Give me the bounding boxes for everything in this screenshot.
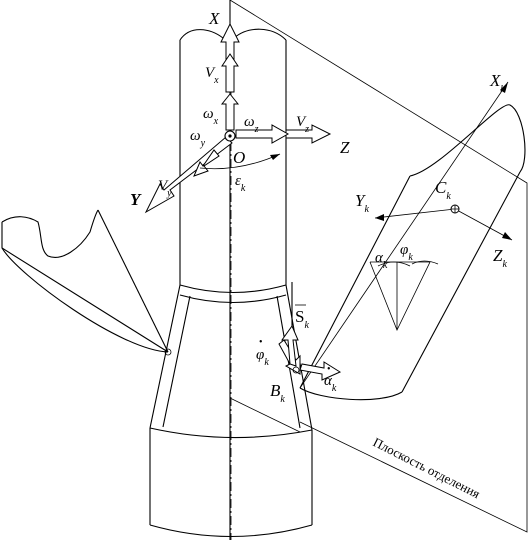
separation-plane — [229, 0, 528, 540]
right-booster — [299, 104, 526, 401]
omega-x-arrow — [220, 93, 240, 131]
vy-label: Vy — [158, 178, 172, 199]
sk-arrow — [281, 324, 299, 367]
origin-frame — [144, 22, 332, 214]
y-axis-label: Y — [130, 190, 142, 209]
bk-label: Bk — [270, 381, 285, 405]
phi-dot-label: φk — [256, 347, 269, 368]
y-axis-arrow — [144, 136, 233, 214]
origin-label: O — [233, 148, 245, 167]
vx-arrow — [221, 53, 239, 93]
vx-label: Vx — [205, 65, 219, 86]
sk-label: Sk — [295, 307, 309, 331]
omega-y-label: ωy — [190, 128, 206, 149]
xk-label: Xk — [489, 71, 505, 95]
labels: X Vx ωx ωz Vz Z ωy O Vy εk Y Xk Ck Yk Zk… — [130, 9, 507, 501]
omega-z-label: ωz — [244, 114, 259, 135]
yk-label: Yk — [355, 191, 369, 215]
omega-x-label: ωx — [203, 106, 219, 127]
plane-caption: Плоскость отделения — [371, 434, 483, 501]
vz-arrow — [235, 124, 290, 144]
epsilon-label: εk — [235, 173, 246, 194]
z-axis-arrow — [285, 124, 332, 144]
zk-label: Zk — [493, 246, 507, 270]
left-booster — [1, 209, 172, 356]
separation-arrows — [278, 282, 342, 381]
alpha-dot-label: αk — [324, 373, 337, 394]
phi-dot-mark: • — [259, 337, 263, 348]
booster-axes — [299, 81, 513, 389]
omega-y-arrow — [193, 149, 220, 177]
ck-label: Ck — [435, 178, 451, 202]
phi-label: φk — [400, 242, 413, 263]
z-axis-label: Z — [340, 138, 350, 157]
vz-label: Vz — [296, 114, 309, 135]
alpha-label: αk — [375, 250, 388, 271]
x-axis-label: X — [208, 9, 220, 28]
upper-cylinder — [179, 28, 287, 303]
alpha-dot-arrow — [299, 361, 342, 381]
alpha-dot-mark: • — [327, 364, 331, 375]
